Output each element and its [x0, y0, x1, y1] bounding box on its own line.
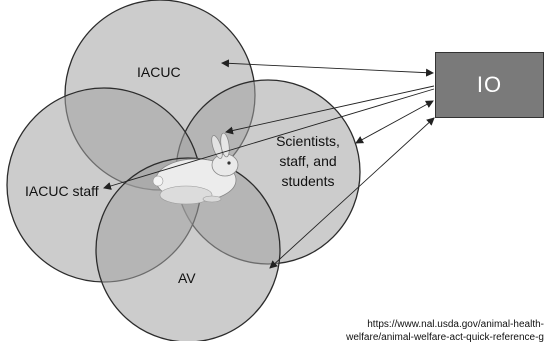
source-url-line2: welfare/animal-welfare-act-quick-referen…: [346, 332, 544, 343]
rabbit-illustration: [152, 132, 239, 205]
scientists-label-line3: students: [281, 173, 335, 189]
av-label: AV: [178, 270, 196, 286]
arrow-io-iacuc: [221, 59, 434, 77]
scientists-label-line1: Scientists,: [276, 133, 340, 149]
iacuc-label: IACUC: [137, 64, 181, 80]
scientists-label: Scientists, staff, and students: [268, 131, 348, 191]
io-label: IO: [476, 72, 503, 97]
source-url-line1: https://www.nal.usda.gov/animal-health-: [367, 319, 544, 330]
iacuc-staff-label: IACUC staff: [25, 183, 99, 199]
scientists-label-line2: staff, and: [279, 153, 337, 169]
arrow-io-scientists: [355, 100, 434, 144]
arrow-io-center: [225, 85, 435, 135]
io-box: IO: [435, 52, 544, 118]
arrow-io-av: [269, 117, 435, 269]
